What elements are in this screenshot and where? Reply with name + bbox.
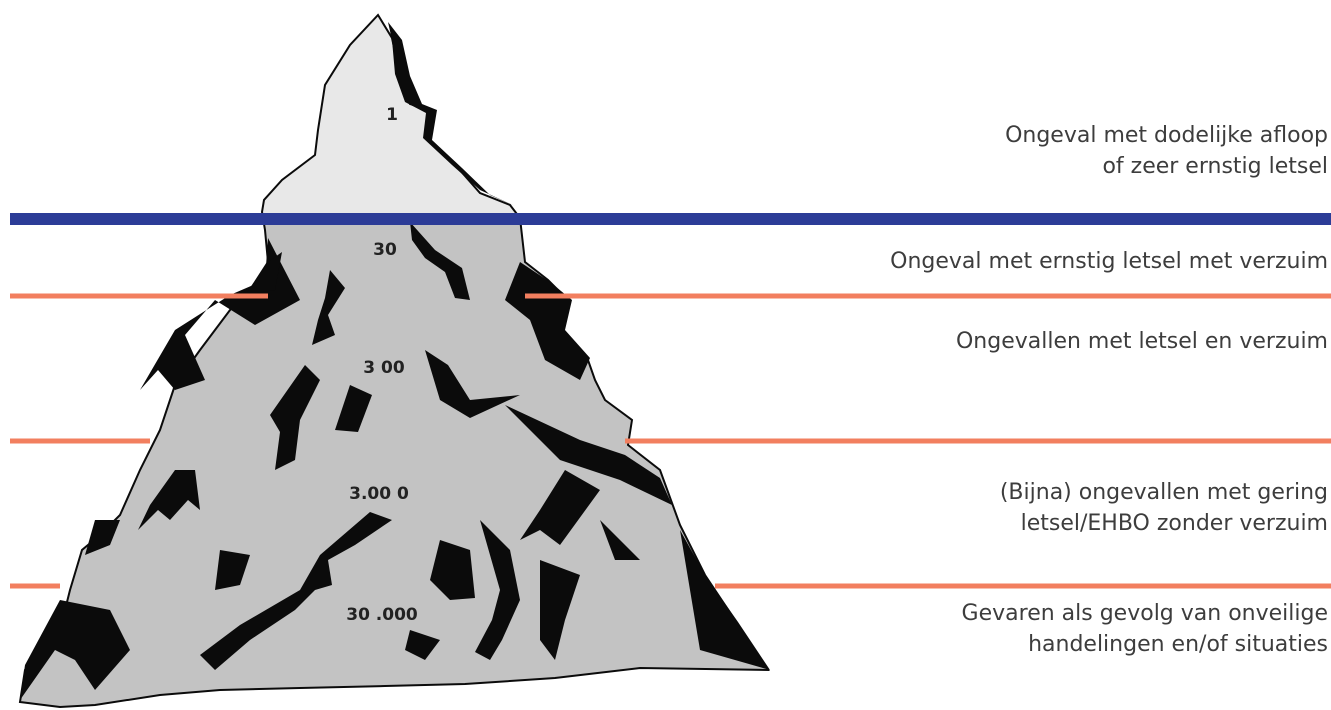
level-count-30000: 30 .000 [346, 605, 418, 625]
crack-shard [140, 238, 300, 390]
iceberg-cracks [20, 222, 770, 700]
level-count-3000: 3.00 0 [349, 484, 409, 504]
level-count-30: 30 [373, 240, 397, 260]
label-line: Ongeval met dodelijke afloop [1005, 123, 1328, 148]
crack-shard [410, 222, 470, 300]
level-label-fatal: Ongeval met dodelijke afloop of zeer ern… [1005, 120, 1328, 182]
crack-shard [505, 262, 590, 380]
crack-shard [215, 550, 250, 590]
level-label-hazards: Gevaren als gevolg van onveilige handeli… [962, 598, 1328, 660]
level-label-minor: (Bijna) ongevallen met gering letsel/EHB… [1000, 477, 1328, 539]
crack-shard [680, 530, 770, 670]
crack-shard [405, 630, 440, 660]
level-count-1: 1 [386, 105, 398, 125]
crack-shard [270, 365, 320, 470]
level-count-300: 3 00 [363, 358, 405, 378]
crack-shard [430, 540, 475, 600]
crack-shard [520, 470, 600, 545]
level-label-injury: Ongevallen met letsel en verzuim [956, 326, 1328, 357]
tip-shadows [388, 22, 515, 206]
label-line: letsel/EHBO zonder verzuim [1020, 511, 1328, 536]
crack-shard [138, 470, 200, 530]
label-line: of zeer ernstig letsel [1102, 154, 1328, 179]
crack-shard [475, 520, 520, 660]
crack-shard [20, 600, 130, 700]
label-line: (Bijna) ongevallen met gering [999, 480, 1328, 505]
label-line: Ongeval met ernstig letsel met verzuim [890, 249, 1328, 274]
label-line: handelingen en/of situaties [1028, 632, 1328, 657]
crack-shard [200, 512, 392, 670]
crack-shard [245, 252, 282, 295]
crack-shard [540, 560, 580, 660]
label-line: Ongevallen met letsel en verzuim [955, 329, 1328, 354]
crack-shard [505, 405, 672, 505]
crack-shard [425, 350, 520, 418]
crack-shard [312, 270, 345, 345]
crack-shard [335, 385, 372, 432]
level-label-serious: Ongeval met ernstig letsel met verzuim [890, 246, 1328, 277]
label-line: Gevaren als gevolg van onveilige [961, 601, 1328, 626]
crack-shard [85, 520, 120, 555]
crack-shard [600, 520, 640, 560]
